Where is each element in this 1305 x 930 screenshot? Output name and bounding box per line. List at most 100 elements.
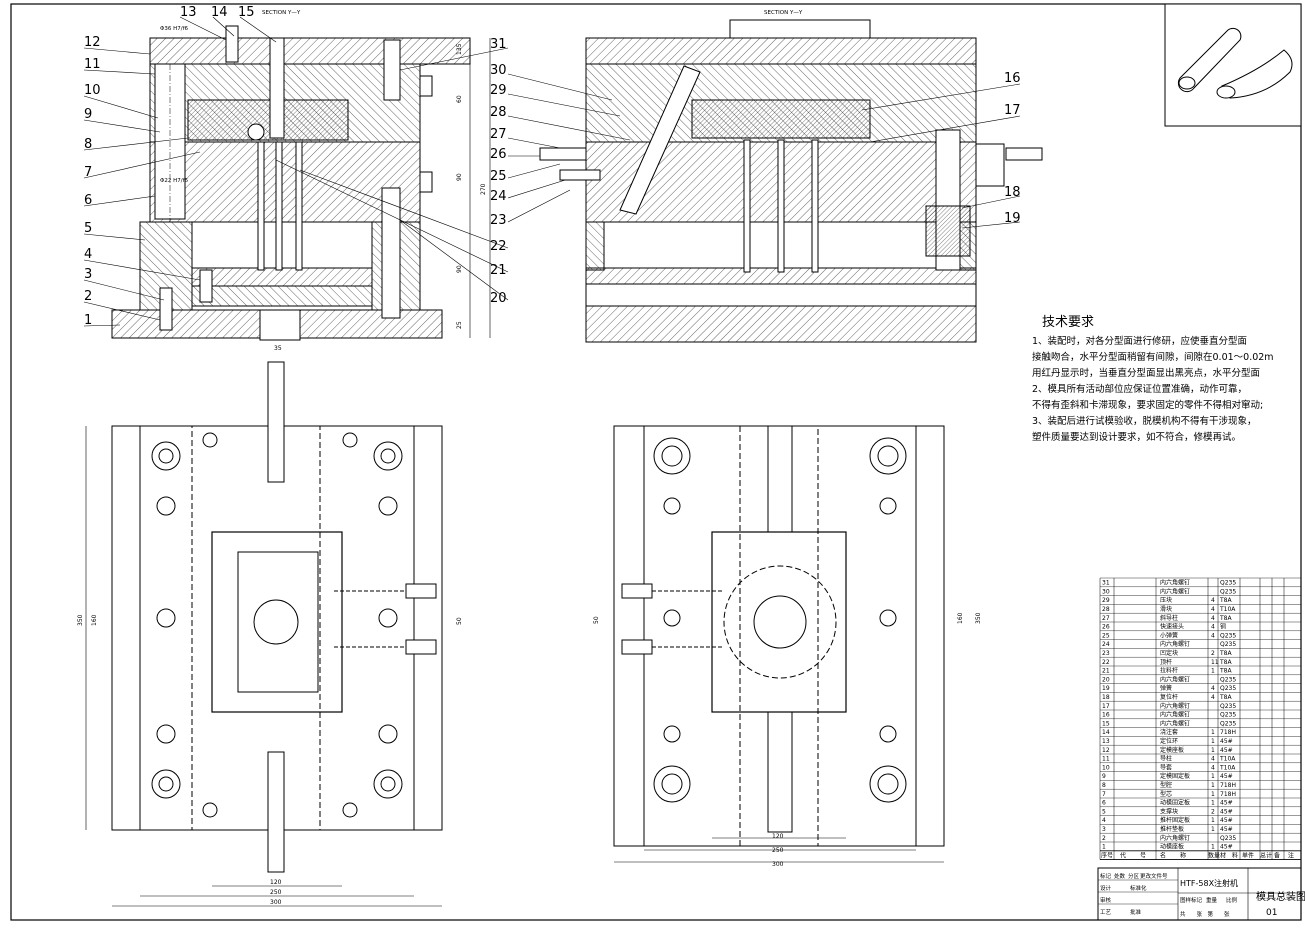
bom-row-qty: 1 bbox=[1211, 747, 1215, 754]
bom-row-material: Q235 bbox=[1220, 712, 1236, 719]
bom-row-name: 内六角螺钉 bbox=[1160, 834, 1190, 842]
bom-row-qty: 4 bbox=[1211, 764, 1215, 771]
machine-label: HTF-58X注射机 bbox=[1180, 878, 1238, 888]
bom-row-material: T10A bbox=[1219, 756, 1236, 763]
bom-header-code: 代 bbox=[1120, 851, 1126, 859]
callout-29: 29 bbox=[490, 83, 507, 98]
bom-row-qty: 1 bbox=[1211, 826, 1215, 833]
scale-label: 比例 bbox=[1226, 896, 1238, 904]
callout-20: 20 bbox=[490, 291, 507, 306]
bom-header-name: 名 bbox=[1160, 851, 1166, 859]
bom-row-name: 压块 bbox=[1160, 596, 1172, 604]
callouts-left: 13 14 15 12 11 10 9 8 7 6 5 4 3 2 1 bbox=[83, 5, 277, 328]
bom-row-material: T8A bbox=[1219, 694, 1232, 701]
bom-row-material: 718H bbox=[1220, 791, 1236, 798]
bom-header-no: 序号 bbox=[1101, 851, 1113, 859]
bom-row-index: 14 bbox=[1102, 729, 1110, 736]
callout-10: 10 bbox=[84, 83, 101, 98]
bom-row-name: 推杆垫板 bbox=[1160, 825, 1184, 833]
bom-row-name: 内六角螺钉 bbox=[1160, 711, 1190, 719]
tech-line-1: 1、装配时，对各分型面进行修研，应使垂直分型面 bbox=[1032, 335, 1247, 347]
bom-row-qty: 4 bbox=[1211, 632, 1215, 639]
left-plan-view: 300 250 120 350 160 50 bbox=[77, 361, 463, 907]
sheet-label: 共 张 第 张 bbox=[1180, 910, 1230, 918]
bom-row-material: Q235 bbox=[1220, 580, 1236, 587]
tech-line-5: 不得有歪斜和卡滞现象，要求固定的零件不得相对窜动; bbox=[1032, 399, 1263, 411]
bom-row-name: 内六角螺钉 bbox=[1160, 675, 1190, 683]
weight-label: 重量 bbox=[1206, 896, 1218, 904]
bom-row-qty: 2 bbox=[1211, 650, 1215, 657]
bom-row-name: 凹定块 bbox=[1160, 649, 1178, 657]
bom-row-material: 45# bbox=[1220, 817, 1233, 824]
dim-270: 270 bbox=[480, 183, 487, 195]
plan-dim-160: 160 bbox=[91, 614, 98, 626]
bom-row-name: 内六角螺钉 bbox=[1160, 579, 1190, 587]
bom-row-name: 复位杆 bbox=[1160, 693, 1178, 701]
callout-19: 19 bbox=[1004, 211, 1021, 226]
bom-row-qty: 4 bbox=[1211, 597, 1215, 604]
bom-header-note: 备 bbox=[1274, 851, 1280, 859]
bom-row-name: 动模座板 bbox=[1160, 843, 1184, 851]
right-section-view: SECTION Y—Y bbox=[539, 10, 1043, 343]
right-plan-view: 300 250 120 50 160 350 bbox=[593, 425, 982, 868]
bom-row-qty: 1 bbox=[1211, 791, 1215, 798]
bom-row-index: 19 bbox=[1102, 685, 1110, 692]
bom-row-qty: 11 bbox=[1211, 659, 1219, 666]
bom-header-name2: 称 bbox=[1180, 851, 1186, 859]
bom-row-name: 内六角螺钉 bbox=[1160, 640, 1190, 648]
callout-25: 25 bbox=[490, 169, 507, 184]
bom-row-name: 弹簧 bbox=[1160, 684, 1172, 692]
bom-row-index: 8 bbox=[1102, 782, 1106, 789]
bom-row-material: 45# bbox=[1220, 747, 1233, 754]
dim-dia22: Φ22 H7/f6 bbox=[160, 178, 189, 184]
bom-row-index: 28 bbox=[1102, 606, 1110, 613]
bom-row-name: 导套 bbox=[1160, 763, 1172, 771]
tech-line-6: 3、装配后进行试模验收，脱模机构不得有干涉现象， bbox=[1032, 415, 1257, 427]
section-label-right: SECTION Y—Y bbox=[764, 10, 803, 16]
bom-row-name: 浇注套 bbox=[1160, 728, 1178, 736]
bom-row-index: 27 bbox=[1102, 615, 1110, 622]
dim-90b: 90 bbox=[456, 265, 463, 273]
bom-row-name: 推杆固定板 bbox=[1160, 816, 1190, 824]
bom-row-qty: 1 bbox=[1211, 844, 1215, 851]
bom-row-material: T8A bbox=[1219, 615, 1232, 622]
dim-60: 60 bbox=[456, 95, 463, 103]
stage-label: 图样标记 bbox=[1180, 896, 1203, 904]
bom-row-material: Q235 bbox=[1220, 632, 1236, 639]
bom-row-index: 4 bbox=[1102, 817, 1106, 824]
bom-row-material: Q235 bbox=[1220, 835, 1236, 842]
bom-row-name: 内六角螺钉 bbox=[1160, 702, 1190, 710]
bom-row-material: 45# bbox=[1220, 844, 1233, 851]
bom-row-qty: 4 bbox=[1211, 756, 1215, 763]
callout-8: 8 bbox=[84, 137, 92, 152]
bom-row-material: 718H bbox=[1220, 729, 1236, 736]
bom-row-name: 型芯 bbox=[1160, 790, 1172, 798]
tech-requirements: 技术要求 1、装配时，对各分型面进行修研，应使垂直分型面 接触吻合，水平分型面稍… bbox=[1032, 315, 1274, 443]
bom-row-qty: 4 bbox=[1211, 624, 1215, 631]
bom-row-index: 23 bbox=[1102, 650, 1110, 657]
bom-row-index: 12 bbox=[1102, 747, 1110, 754]
bom-row-material: 718H bbox=[1220, 782, 1236, 789]
callout-16: 16 bbox=[1004, 71, 1021, 86]
callout-3: 3 bbox=[84, 267, 92, 282]
callout-13: 13 bbox=[180, 5, 197, 20]
bom-header-total: 总计 bbox=[1260, 851, 1272, 859]
callout-27: 27 bbox=[490, 127, 507, 142]
bom-row-name: 定模固定板 bbox=[1160, 772, 1190, 780]
bom-row-material: Q235 bbox=[1220, 685, 1236, 692]
bom-row-qty: 4 bbox=[1211, 606, 1215, 613]
tb-review: 审核 bbox=[1100, 896, 1112, 904]
callout-26: 26 bbox=[490, 147, 507, 162]
bom-row-qty: 1 bbox=[1211, 782, 1215, 789]
bom-row-qty: 1 bbox=[1211, 668, 1215, 675]
bom-row-name: 快速接头 bbox=[1160, 623, 1184, 631]
plan2-dim-250: 250 bbox=[772, 847, 784, 854]
bom-row-name: 内六角螺钉 bbox=[1160, 587, 1190, 595]
bom-row-index: 31 bbox=[1102, 580, 1110, 587]
bom-row-name: 小弹簧 bbox=[1160, 631, 1178, 639]
bom-row-name: 斜导柱 bbox=[1160, 614, 1178, 622]
bom-row-qty: 4 bbox=[1211, 694, 1215, 701]
callout-22: 22 bbox=[490, 239, 507, 254]
bom-row-qty: 4 bbox=[1211, 615, 1215, 622]
